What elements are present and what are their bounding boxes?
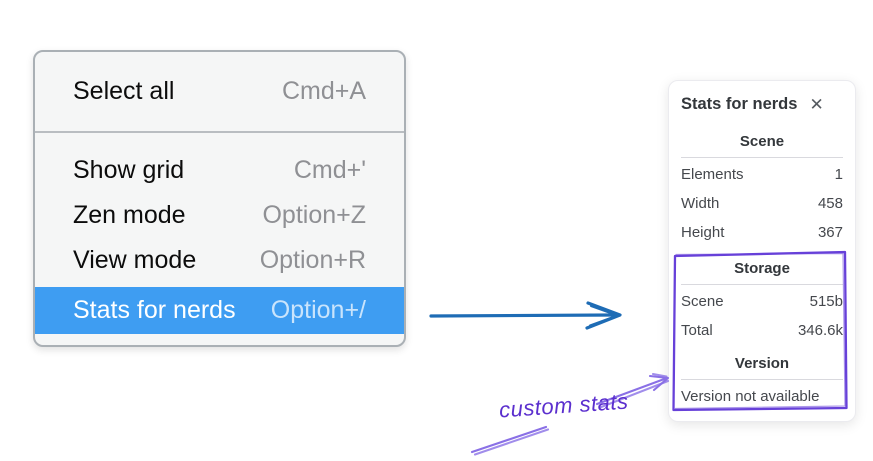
menu-group-top: Select all Cmd+A [35,52,404,131]
stat-row-total-size: Total 346.6k [681,316,843,345]
menu-item-label: Show grid [73,156,185,184]
menu-group-bottom: Show grid Cmd+' Zen mode Option+Z View m… [35,133,404,345]
stat-label: Scene [681,292,724,310]
stat-value: 346.6k [797,321,843,339]
menu-item-view-mode[interactable]: View mode Option+R [35,238,404,283]
stat-label: Elements [681,165,744,183]
menu-item-label: Stats for nerds [73,296,236,324]
stats-panel-header: Stats for nerds ✕ [681,93,843,115]
stat-row-height: Height 367 [681,218,843,247]
section-divider [681,284,843,285]
section-heading: Scene [739,133,785,150]
stat-value: 1 [834,165,843,183]
stat-row-elements: Elements 1 [681,160,843,189]
stat-row-scene-size: Scene 515b [681,287,843,316]
section-divider [681,379,843,380]
menu-divider [35,131,404,133]
menu-item-zen-mode[interactable]: Zen mode Option+Z [35,193,404,238]
stats-panel-title: Stats for nerds [681,94,798,113]
menu-item-select-all[interactable]: Select all Cmd+A [35,69,404,114]
menu-item-stats-for-nerds[interactable]: Stats for nerds Option+/ [35,287,404,334]
section-heading: Storage [734,260,790,277]
stat-value: 367 [817,223,843,241]
stat-value: 515b [809,292,843,310]
section-divider [681,157,843,158]
menu-item-label: Zen mode [73,201,186,229]
stat-row-width: Width 458 [681,189,843,218]
menu-item-show-grid[interactable]: Show grid Cmd+' [35,148,404,193]
menu-item-shortcut: Option+R [259,246,366,274]
stats-section-storage: Storage Scene 515b Total 346.6k [681,258,843,345]
stat-label: Height [681,223,725,241]
stat-label: Width [681,194,720,212]
stats-panel: Stats for nerds ✕ Scene Elements 1 Width… [668,80,856,422]
stats-section-scene: Scene Elements 1 Width 458 Height 367 [681,131,843,247]
context-menu: Select all Cmd+A Show grid Cmd+' Zen mod… [33,50,406,347]
menu-item-shortcut: Option+Z [262,201,366,229]
custom-stats-annotation: custom stats [498,388,630,423]
section-heading: Version [734,355,790,372]
menu-item-shortcut: Option+/ [270,296,366,324]
menu-item-label: Select all [73,77,175,105]
close-icon[interactable]: ✕ [809,94,824,114]
menu-item-shortcut: Cmd+' [293,156,366,184]
stat-value: 458 [817,194,843,212]
menu-item-shortcut: Cmd+A [281,77,366,105]
menu-item-label: View mode [73,246,197,274]
arrow-menu-to-panel-icon [429,301,622,330]
version-note: Version not available [681,388,820,405]
stats-section-version: Version Version not available [681,353,843,409]
stat-label: Total [681,321,713,339]
